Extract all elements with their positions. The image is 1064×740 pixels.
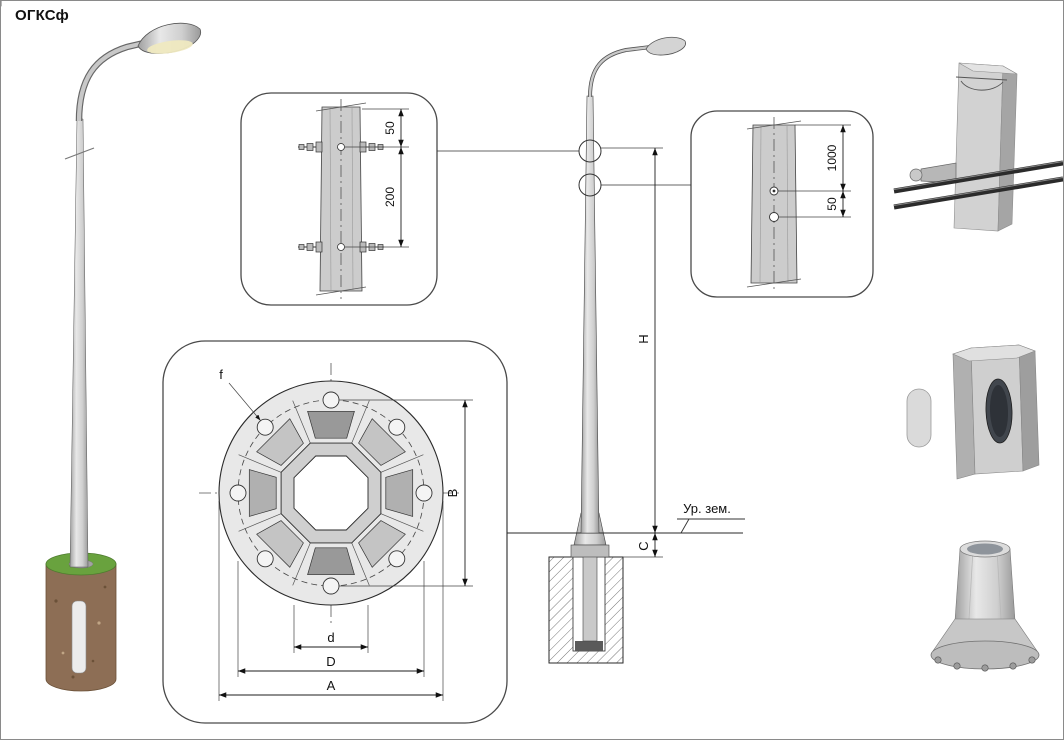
drawing-title: ОГКСф	[15, 7, 69, 24]
lamp-glow	[147, 40, 193, 54]
base-tube	[954, 548, 1016, 622]
gusset-plates	[248, 410, 414, 576]
dim-label-200: 200	[383, 187, 397, 207]
clamp-socket	[909, 168, 923, 182]
dim-label-50: 50	[825, 197, 839, 211]
tube-bore	[967, 543, 1003, 555]
bracket-mount-detail: 50 200	[1, 1, 438, 306]
pole-break-mark	[64, 147, 95, 160]
foundation-3d	[45, 552, 117, 692]
flange-bolt-holes	[229, 391, 433, 595]
bolt-hole-upper	[337, 143, 345, 151]
flange-plan-detail: f B d D A	[162, 340, 508, 724]
pole-section	[750, 124, 798, 284]
column-top-face	[958, 62, 1018, 75]
cable-hole	[769, 212, 779, 222]
pole-shaft-3d	[69, 118, 89, 568]
tension-rod-2	[893, 176, 1063, 210]
bolt-hole-lower	[337, 243, 345, 251]
dim-label-D: D	[326, 654, 335, 669]
dim-label-A: A	[327, 678, 336, 693]
clamp-3d-render	[893, 62, 1063, 232]
cable-hole-detail: 1000 50	[690, 110, 874, 298]
foundation-section	[548, 540, 624, 664]
socket-bottom	[575, 641, 603, 651]
base-plate	[570, 544, 610, 558]
ground-level-label: Ур. зем.	[683, 501, 731, 516]
octagon-tube-inner	[293, 455, 369, 531]
dim-label-d: d	[327, 630, 334, 645]
column-front-face	[953, 62, 1004, 232]
tension-rod-1	[893, 160, 1063, 194]
flange-base-3d-render	[930, 540, 1040, 672]
dim-label-B: B	[445, 489, 460, 498]
dim-label-C: C	[636, 541, 651, 550]
leader-f	[228, 382, 261, 421]
pole-3d-render	[45, 22, 202, 692]
luminaire	[645, 36, 686, 56]
door-3d-render	[906, 344, 1040, 480]
embedded-pole-slot	[71, 600, 87, 674]
wire-band	[955, 76, 1008, 81]
dim-label-50: 50	[383, 121, 397, 135]
ground-level-tick	[680, 518, 690, 534]
prism-top-face	[952, 344, 1036, 362]
bracket-arm	[588, 45, 652, 98]
gusset-separators	[238, 400, 424, 586]
dim-label-1000: 1000	[825, 144, 839, 171]
door-cover-plate	[906, 388, 932, 448]
wire-loop	[960, 80, 1004, 91]
flange-bolts-3d	[934, 656, 1036, 672]
pole-elevation: H C Ур. зем.	[437, 36, 745, 664]
dim-label-f: f	[219, 367, 223, 382]
dim-label-H: H	[636, 334, 651, 343]
